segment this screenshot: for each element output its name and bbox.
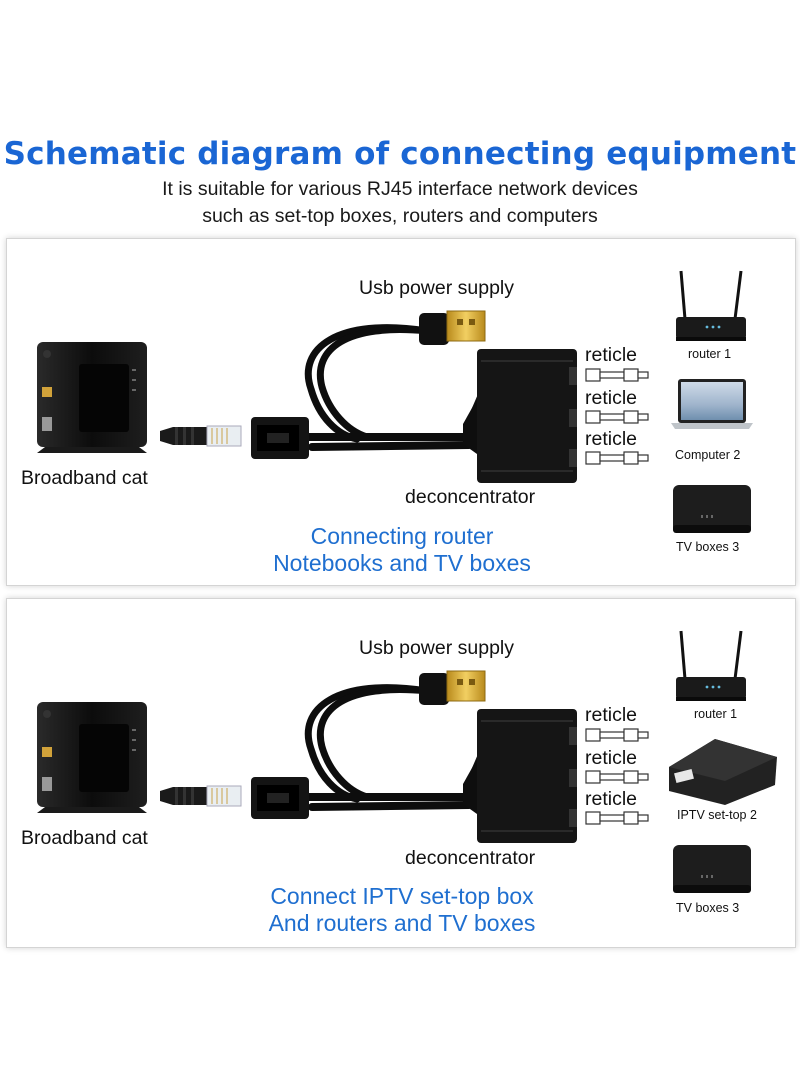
- usb-power-supply-label: Usb power supply: [359, 277, 514, 299]
- router-icon: [676, 270, 746, 341]
- device-label-2: Computer 2: [675, 448, 741, 462]
- broadband-cat-label: Broadband cat: [21, 467, 148, 489]
- modem-icon: [37, 702, 147, 813]
- cable-label-2: reticle: [585, 387, 638, 409]
- panel-caption-line-2: And routers and TV boxes: [268, 910, 536, 936]
- usb-plug-icon: [419, 310, 486, 345]
- diagram-panel-2: Usb power supply Broadband cat deconcent…: [6, 598, 796, 948]
- panel-caption-line-2: Notebooks and TV boxes: [273, 550, 531, 576]
- page-subtitle-line-2: such as set-top boxes, routers and compu…: [202, 205, 598, 227]
- cable-icon: [303, 684, 473, 811]
- cable-icon: [303, 324, 473, 451]
- panel-caption-line-1: Connecting router: [310, 523, 494, 549]
- device-label-3: TV boxes 3: [676, 540, 740, 554]
- broadband-cat-label: Broadband cat: [21, 827, 148, 849]
- panel-caption: Connect IPTV set-top box And routers and…: [232, 883, 572, 937]
- cable-label-3: reticle: [585, 428, 638, 450]
- set-top-box-icon: [669, 739, 777, 805]
- cable-label-3: reticle: [585, 788, 638, 810]
- cable-label-2: reticle: [585, 747, 638, 769]
- tv-box-icon: [673, 485, 751, 533]
- rj45-socket-icon: [251, 417, 309, 459]
- tv-box-icon: [673, 845, 751, 893]
- panel-caption: Connecting router Notebooks and TV boxes: [237, 523, 567, 577]
- rj45-socket-icon: [251, 777, 309, 819]
- modem-icon: [37, 342, 147, 453]
- usb-plug-icon: [419, 670, 486, 705]
- device-label-1: router 1: [694, 707, 738, 721]
- diagram-panel-1-graphics: [37, 270, 753, 533]
- device-label-1: router 1: [688, 347, 732, 361]
- deconcentrator-label: deconcentrator: [405, 847, 536, 869]
- cable-label-1: reticle: [585, 704, 638, 726]
- splitter-hub-icon: [463, 349, 577, 483]
- device-label-2: IPTV set-top 2: [677, 808, 757, 822]
- rj45-plug-icon: [160, 425, 242, 447]
- usb-power-supply-label: Usb power supply: [359, 637, 514, 659]
- diagram-panel-1: Usb power supply Broadband cat deconcent…: [6, 238, 796, 586]
- patch-cable-icons: [585, 728, 649, 825]
- splitter-hub-icon: [463, 709, 577, 843]
- patch-cable-icons: [585, 368, 649, 465]
- page-title: Schematic diagram of connecting equipmen…: [3, 136, 797, 172]
- router-icon: [676, 630, 746, 701]
- laptop-icon: [671, 379, 753, 429]
- page-subtitle-line-1: It is suitable for various RJ45 interfac…: [162, 178, 638, 200]
- rj45-plug-icon: [160, 785, 242, 807]
- device-label-3: TV boxes 3: [676, 901, 740, 915]
- diagram-panel-2-graphics: [37, 630, 777, 893]
- panel-caption-line-1: Connect IPTV set-top box: [270, 883, 534, 909]
- deconcentrator-label: deconcentrator: [405, 486, 536, 508]
- cable-label-1: reticle: [585, 344, 638, 366]
